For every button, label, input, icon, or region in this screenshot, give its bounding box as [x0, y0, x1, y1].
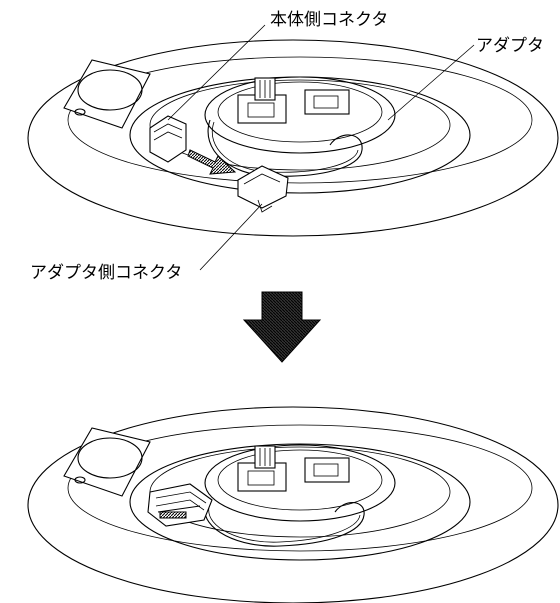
mounting-tab-after [63, 427, 151, 497]
ceiling-plate-outer-after [27, 406, 559, 603]
mounting-tab [63, 59, 151, 129]
bottom-assembly-after [27, 406, 559, 603]
label-adapter: アダプタ [476, 36, 544, 56]
adapter-side-connector [237, 165, 289, 213]
adapter-ring [204, 76, 396, 154]
insertion-arrow [187, 149, 237, 175]
ceiling-plate-outer [27, 39, 559, 237]
body-unit-rim [149, 79, 451, 171]
label-adapter-connector: アダプタ側コネクタ [30, 263, 182, 283]
down-arrow [242, 291, 322, 363]
leader-adapter-connector [199, 203, 263, 271]
top-assembly-before: 本体側コネクタ アダプタ アダプタ側コネクタ [27, 10, 559, 283]
connected-connectors [147, 483, 213, 527]
leader-main-connector [167, 24, 266, 121]
ceiling-plate-edge [67, 56, 533, 184]
ceiling-plate-edge-after [67, 424, 533, 552]
body-unit-base-after [129, 443, 471, 561]
adapter-ring-after [204, 444, 396, 522]
adapter-cable-after [204, 502, 365, 547]
label-main-connector: 本体側コネクタ [270, 10, 388, 30]
leader-adapter [387, 44, 475, 121]
main-body-connector [149, 115, 187, 163]
